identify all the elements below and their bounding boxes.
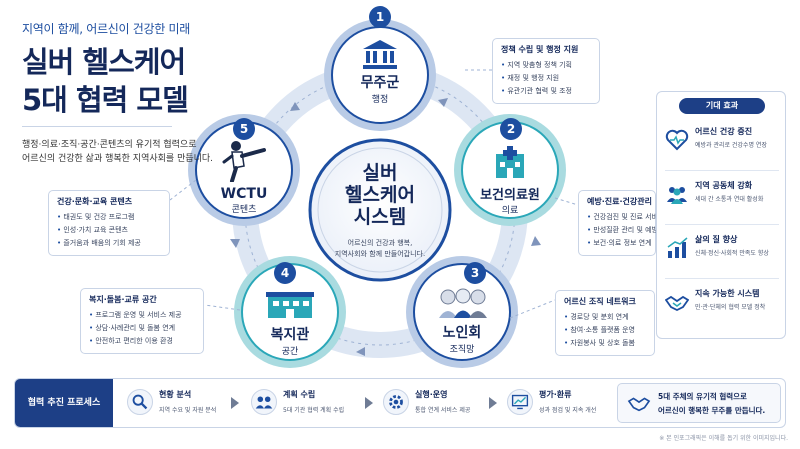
hospital-icon [496,146,524,178]
process-arrow [231,397,239,409]
process-arrow [365,397,373,409]
handshake-icon [627,397,651,412]
process-step: 계획 수립 5대 기관 협력 계획 수립 [251,385,361,423]
info-box-admin: 정책 수립 및 행정 지원 지역 맞춤형 정책 기획 재정 및 행정 지원 유관… [492,38,600,104]
page-title-line2: 5대 협력 모델 [22,83,189,117]
process-title: 협력 추진 프로세스 [15,379,113,427]
info-box-medical: 예방·진료·건강관리 건강검진 및 진료 서비스 만성질환 관리 및 예방 보건… [578,190,664,256]
expected-effects-title: 기대 효과 [679,98,765,114]
center-desc: 어르신의 건강과 행복, 지역사회와 함께 만들어갑니다. [334,239,426,258]
expected-effects-panel: 기대 효과 어르신 건강 증진 예방과 관리로 건강수명 연장 지역 공동체 강… [656,91,786,339]
node-5-label: WCTU 콘텐츠 [220,186,268,215]
taekwondo-kick-icon [222,141,266,182]
heart-pulse-icon [665,129,689,151]
effect-item: 지속 가능한 시스템 민·관·단체의 협력 모델 정착 [665,286,785,326]
community-icon [667,187,687,204]
magnifier-icon [127,389,153,415]
team-plan-icon [251,389,277,415]
government-building-icon [363,40,397,69]
process-final-message: 5대 주체의 유기적 협력으로 어르신이 행복한 무주를 만듭니다. [617,383,781,423]
node-4-number: 4 [274,262,296,284]
process-step: 현황 분석 지역 수요 및 자원 분석 [127,385,227,423]
gear-icon [383,389,409,415]
node-4-label: 복지관 공간 [270,327,310,357]
info-box-org: 어르신 조직 네트워크 경로당 및 분회 연계 참여·소통 플랫폼 운영 자원봉… [555,290,655,356]
effect-item: 어르신 건강 증진 예방과 관리로 건강수명 연장 [665,124,785,164]
center-title: 실버 헬스케어 시스템 [345,162,415,228]
effect-item: 삶의 질 향상 신체·정신·사회적 만족도 향상 [665,232,785,272]
effect-divider [665,170,779,171]
elderly-group-icon [439,288,487,318]
effect-item: 지역 공동체 강화 세대 간 소통과 연대 활성화 [665,178,785,218]
welfare-center-icon [266,292,314,318]
header-divider [22,126,172,127]
process-step: 평가·환류 성과 점검 및 지속 개선 [507,385,607,423]
gear-ring-5 [188,114,300,226]
node-5-number: 5 [233,118,255,140]
handshake-icon [665,295,689,312]
info-box-content: 건강·문화·교육 콘텐츠 태권도 및 건강 프로그램 인성·가치 교육 콘텐츠 … [48,190,170,256]
node-2-number: 2 [500,118,522,140]
header-subtitle: 지역이 함께, 어르신이 건강한 미래 [22,22,190,36]
node-1-number: 1 [369,6,391,28]
node-3-label: 노인회 조직망 [442,325,482,355]
header-desc-line1: 행정·의료·조직·공간·콘텐츠의 유기적 협력으로 [22,140,197,150]
page-title-line1: 실버 헬스케어 [22,45,186,79]
effect-divider [665,224,779,225]
center-circle [308,138,452,282]
process-bar: 협력 추진 프로세스 현황 분석 지역 수요 및 자원 분석 계획 수립 5대 … [14,378,786,428]
info-box-space: 복지·돌봄·교류 공간 프로그램 운영 및 서비스 제공 상담·사례관리 및 돌… [80,288,204,354]
node-3-number: 3 [464,262,486,284]
node-1-label: 무주군 행정 [360,75,400,105]
growth-chart-icon [667,237,688,258]
header-desc-line2: 어르신의 건강한 삶과 행복한 지역사회를 만듭니다. [22,154,214,164]
monitor-chart-icon [507,389,533,415]
effect-divider [665,278,779,279]
footnote: ※ 본 인포그래픽은 이해를 돕기 위한 이미지입니다. [659,435,788,442]
process-arrow [489,397,497,409]
node-2-label: 보건의료원 의료 [480,188,540,216]
process-step: 실행·운영 통합 연계 서비스 제공 [383,385,483,423]
gear-ring-1 [324,19,436,131]
